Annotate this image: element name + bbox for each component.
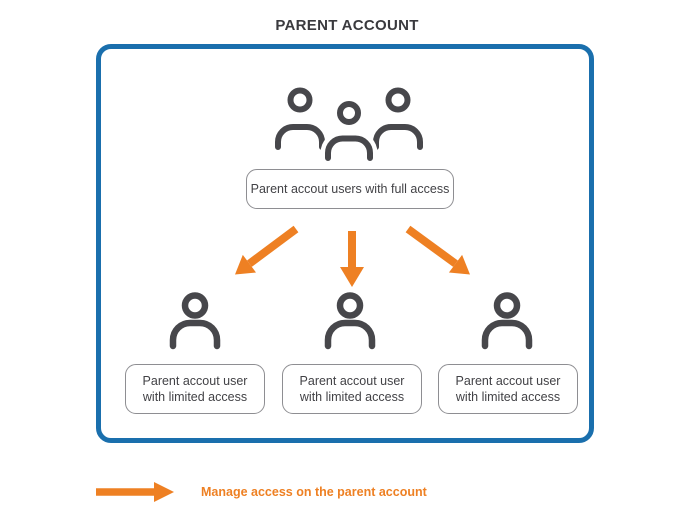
arrow-down-right-icon — [405, 225, 470, 275]
limited-access-label: Parent accout user with limited access — [282, 364, 422, 414]
limited-access-line1: Parent accout user — [299, 373, 405, 388]
arrow-down-icon — [340, 231, 364, 287]
limited-access-label: Parent accout user with limited access — [438, 364, 578, 414]
parent-account-box: Parent accout users with full access — [96, 44, 594, 443]
user-icon — [324, 292, 376, 350]
group-users-icon — [275, 87, 423, 161]
full-access-label: Parent accout users with full access — [246, 169, 454, 209]
right-arrow-icon — [96, 482, 174, 502]
limited-access-line2: with limited access — [142, 390, 248, 404]
limited-access-line2: with limited access — [299, 390, 405, 404]
limited-access-line2: with limited access — [455, 390, 561, 404]
limited-access-line1: Parent accout user — [455, 373, 561, 388]
limited-access-line1: Parent accout user — [142, 373, 248, 388]
page-title: PARENT ACCOUNT — [275, 17, 419, 34]
user-icon — [481, 292, 533, 350]
user-icon — [169, 292, 221, 350]
arrow-down-left-icon — [235, 225, 299, 275]
full-access-label-text: Parent accout users with full access — [250, 181, 450, 196]
legend-text: Manage access on the parent account — [201, 485, 427, 499]
fanout-arrows — [235, 225, 470, 287]
limited-access-label: Parent accout user with limited access — [125, 364, 265, 414]
